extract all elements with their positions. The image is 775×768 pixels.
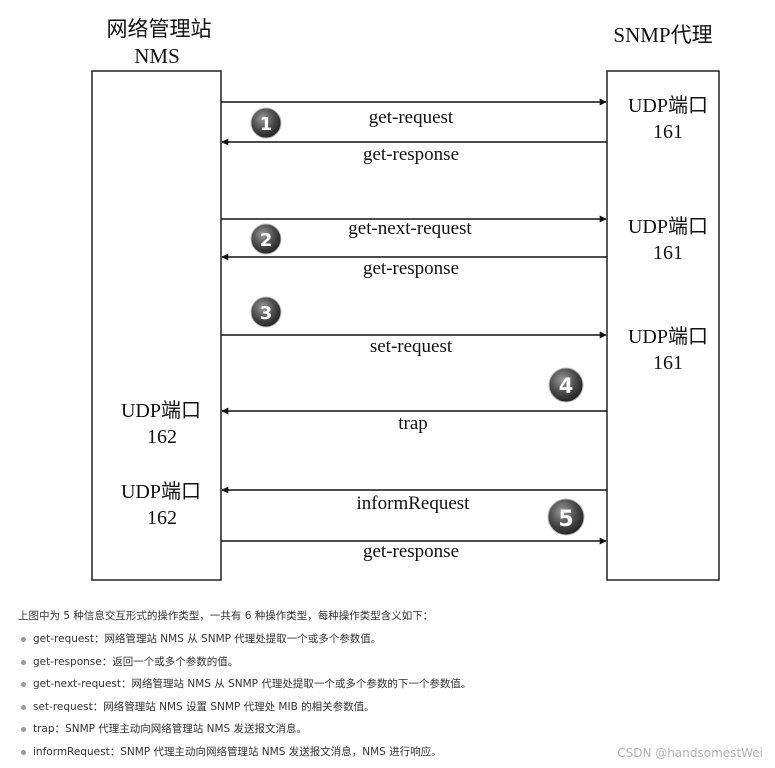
operation-text: ：SNMP 代理主动向网络管理站 NMS 发送报文消息。 bbox=[54, 723, 308, 735]
operation-text: ：网络管理站 NMS 从 SNMP 代理处提取一个或多个参数值。 bbox=[93, 633, 382, 645]
operation-text: ：网络管理站 NMS 设置 SNMP 代理处 MIB 的相关参数值。 bbox=[92, 700, 375, 713]
agent-port-number-2: 161 bbox=[653, 242, 683, 264]
list-item: set-request：网络管理站 NMS 设置 SNMP 代理处 MIB 的相… bbox=[18, 700, 758, 715]
operation-term: get-next-request bbox=[33, 678, 121, 690]
nms-title: 网络管理站 bbox=[107, 17, 212, 41]
label-trap: trap bbox=[398, 413, 428, 434]
agent-port-number-3: 161 bbox=[653, 352, 683, 374]
step-badge-5: 5 bbox=[547, 498, 585, 536]
list-item: informRequest：SNMP 代理主动向网络管理站 NMS 发送报文消息… bbox=[18, 745, 758, 760]
step-number-1: 1 bbox=[260, 114, 273, 135]
list-item: get-response：返回一个或多个参数的值。 bbox=[18, 655, 758, 670]
nms-port-number-2: 162 bbox=[147, 507, 177, 529]
agent-box bbox=[606, 70, 720, 581]
step-number-3: 3 bbox=[260, 303, 273, 324]
label-get-response-2: get-response bbox=[363, 258, 459, 279]
agent-port-number-1: 161 bbox=[653, 121, 683, 143]
operation-text: ：SNMP 代理主动向网络管理站 NMS 发送报文消息，NMS 进行响应。 bbox=[109, 745, 442, 758]
operation-term: get-request bbox=[33, 633, 94, 645]
list-item: get-request：网络管理站 NMS 从 SNMP 代理处提取一个或多个参… bbox=[18, 632, 758, 647]
operation-description: 上图中为 5 种信息交互形式的操作类型，一共有 6 种操作类型，每种操作类型含义… bbox=[18, 608, 758, 767]
step-number-2: 2 bbox=[260, 230, 273, 251]
step-badge-1: 1 bbox=[250, 107, 282, 139]
label-set-request: set-request bbox=[370, 336, 453, 357]
list-item: get-next-request：网络管理站 NMS 从 SNMP 代理处提取一… bbox=[18, 677, 758, 692]
operation-term: informRequest bbox=[33, 745, 110, 758]
label-get-request-1: get-request bbox=[369, 107, 454, 128]
step-number-5: 5 bbox=[558, 507, 573, 532]
nms-subtitle: NMS bbox=[134, 44, 180, 68]
step-badge-4: 4 bbox=[548, 367, 584, 403]
step-number-4: 4 bbox=[559, 374, 574, 398]
watermark: CSDN @handsomestWei bbox=[617, 746, 763, 760]
operation-text: ：网络管理站 NMS 从 SNMP 代理处提取一个或多个参数的下一个参数值。 bbox=[121, 678, 472, 690]
label-get-next-request: get-next-request bbox=[348, 218, 472, 239]
nms-box bbox=[91, 70, 222, 581]
operation-term: set-request bbox=[33, 700, 93, 713]
snmp-interaction-diagram: 网络管理站 NMS SNMP代理 get-request get-respons… bbox=[91, 17, 720, 581]
agent-port-label-1: UDP端口 bbox=[628, 94, 708, 117]
operation-term: get-response bbox=[33, 655, 102, 668]
step-badge-2: 2 bbox=[250, 223, 282, 255]
label-get-response-3: get-response bbox=[363, 541, 459, 562]
operation-term: trap bbox=[33, 723, 55, 735]
agent-port-label-3: UDP端口 bbox=[628, 325, 708, 348]
step-badge-3: 3 bbox=[250, 296, 282, 328]
operation-list: get-request：网络管理站 NMS 从 SNMP 代理处提取一个或多个参… bbox=[18, 632, 758, 760]
agent-port-label-2: UDP端口 bbox=[628, 215, 708, 238]
description-intro: 上图中为 5 种信息交互形式的操作类型，一共有 6 种操作类型，每种操作类型含义… bbox=[18, 610, 434, 622]
nms-port-label-2: UDP端口 bbox=[121, 480, 201, 503]
nms-port-label-1: UDP端口 bbox=[121, 399, 201, 422]
list-item: trap：SNMP 代理主动向网络管理站 NMS 发送报文消息。 bbox=[18, 722, 758, 737]
agent-title: SNMP代理 bbox=[613, 23, 712, 47]
operation-text: ：返回一个或多个参数的值。 bbox=[101, 655, 239, 668]
label-inform-request: informRequest bbox=[357, 493, 471, 514]
nms-port-number-1: 162 bbox=[147, 426, 177, 448]
label-get-response-1: get-response bbox=[363, 144, 459, 165]
